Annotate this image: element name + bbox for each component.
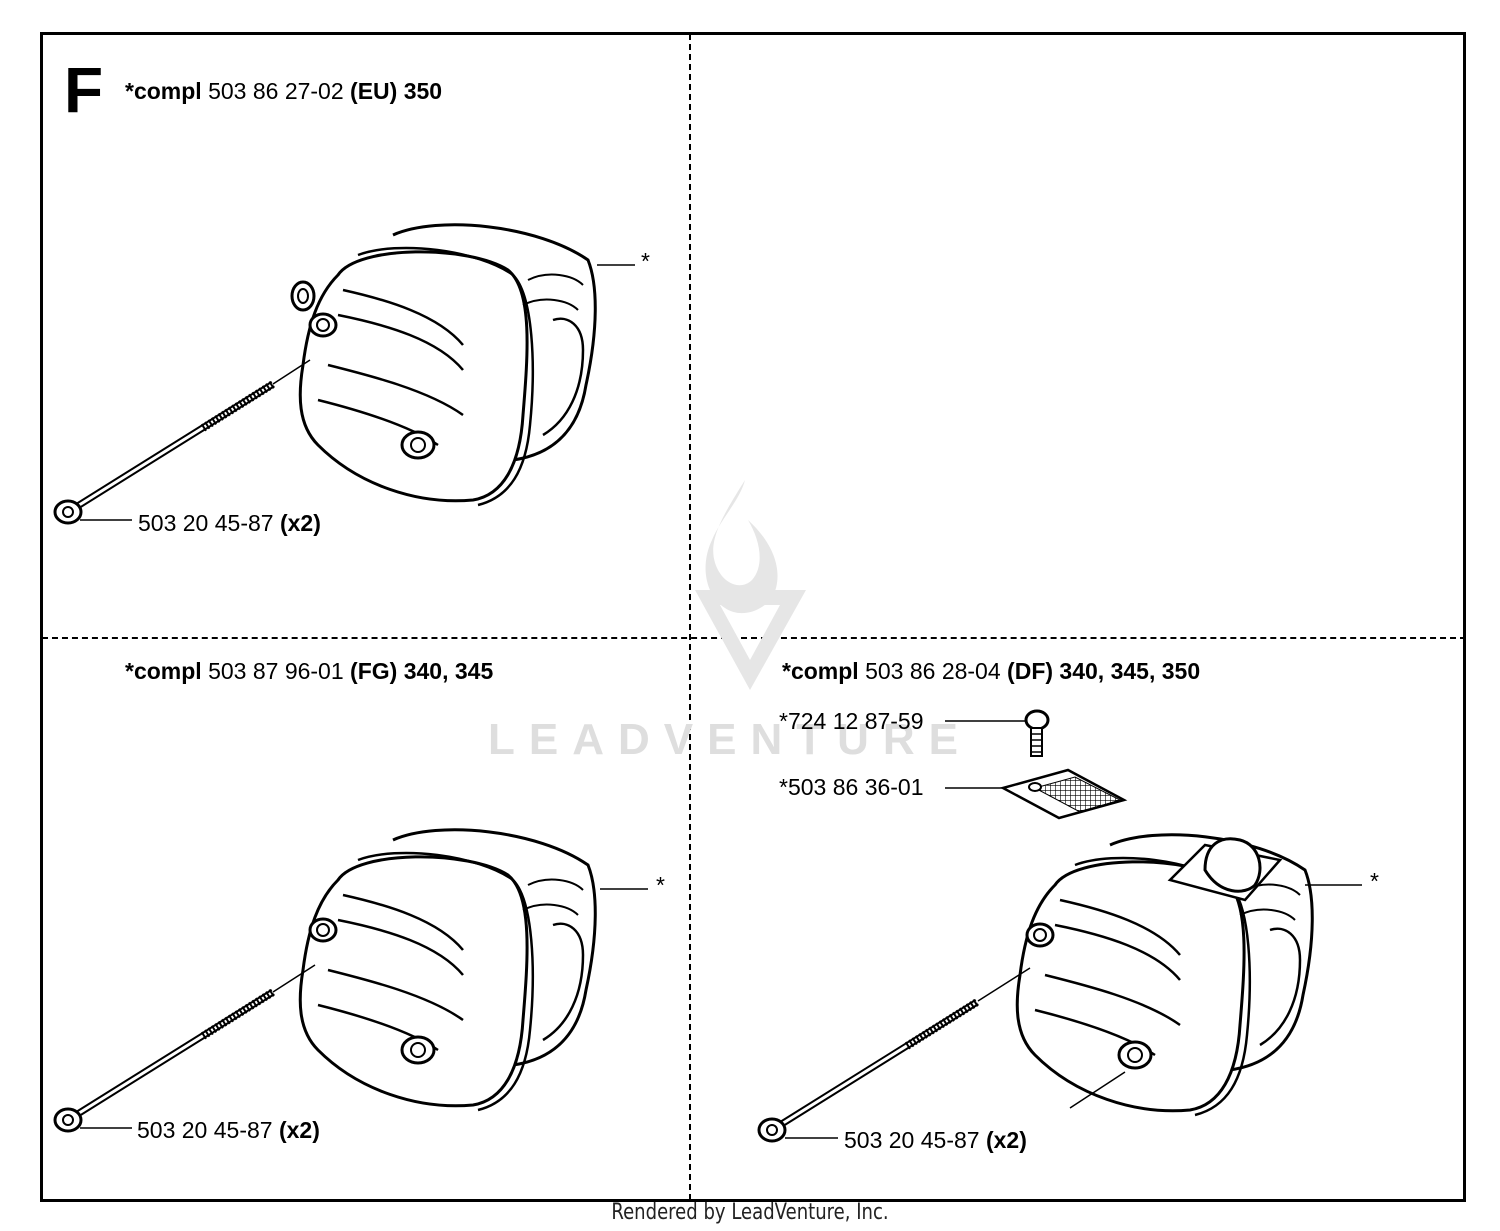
panel-3-bolt	[759, 1002, 977, 1141]
panel-1-part-number: 503 86 27-02	[208, 78, 344, 104]
watermark-text: LEADVENTURE	[488, 715, 973, 764]
panel-2-muffler-label: *	[656, 872, 665, 898]
panel-2-variant: (FG)	[350, 658, 398, 684]
panel-3-screen-label: *503 86 36-01	[779, 774, 924, 800]
panel-3-prefix: *compl	[782, 658, 859, 684]
panel-2-bolt	[55, 992, 273, 1131]
panel-2-part-number: 503 87 96-01	[208, 658, 344, 684]
panel-2-prefix: *compl	[125, 658, 202, 684]
panel-1-prefix: *compl	[125, 78, 202, 104]
panel-1-models: 350	[403, 78, 443, 104]
panel-1-variant: (EU)	[350, 78, 398, 104]
footer-credit: Rendered by LeadVenture, Inc.	[611, 1200, 889, 1225]
diagram-frame	[40, 32, 1466, 1202]
section-letter: F	[64, 54, 104, 126]
panel-3-variant: (DF)	[1007, 658, 1054, 684]
panel-3-screen	[999, 768, 1128, 820]
panel-1-heading: *compl 503 86 27-02 (EU) 350	[125, 80, 442, 103]
panel-1-bolt-label: 503 20 45-87 (x2)	[138, 510, 321, 536]
panel-2-heading: *compl 503 87 96-01 (FG) 340, 345	[125, 660, 493, 683]
horizontal-divider	[42, 637, 1466, 639]
vertical-divider	[689, 34, 691, 1200]
panel-1-bolt	[55, 384, 273, 523]
panel-3-heading: *compl 503 86 28-04 (DF) 340, 345, 350	[782, 660, 1200, 683]
panel-3-muffler	[1015, 833, 1314, 1117]
panel-3-muffler-label: *	[1370, 868, 1379, 894]
panel-3-screw	[1024, 709, 1050, 757]
panel-1-muffler	[298, 223, 597, 507]
panel-1-muffler-label: *	[641, 248, 650, 274]
panel-2-muffler	[298, 828, 597, 1112]
panel-3-models: 340, 345, 350	[1059, 658, 1201, 684]
panel-3-part-number: 503 86 28-04	[865, 658, 1001, 684]
panel-3-screw-label: *724 12 87-59	[779, 708, 924, 734]
panel-3-bolt-label: 503 20 45-87 (x2)	[844, 1127, 1027, 1153]
panel-2-bolt-label: 503 20 45-87 (x2)	[137, 1117, 320, 1143]
panel-2-models: 340, 345	[403, 658, 494, 684]
